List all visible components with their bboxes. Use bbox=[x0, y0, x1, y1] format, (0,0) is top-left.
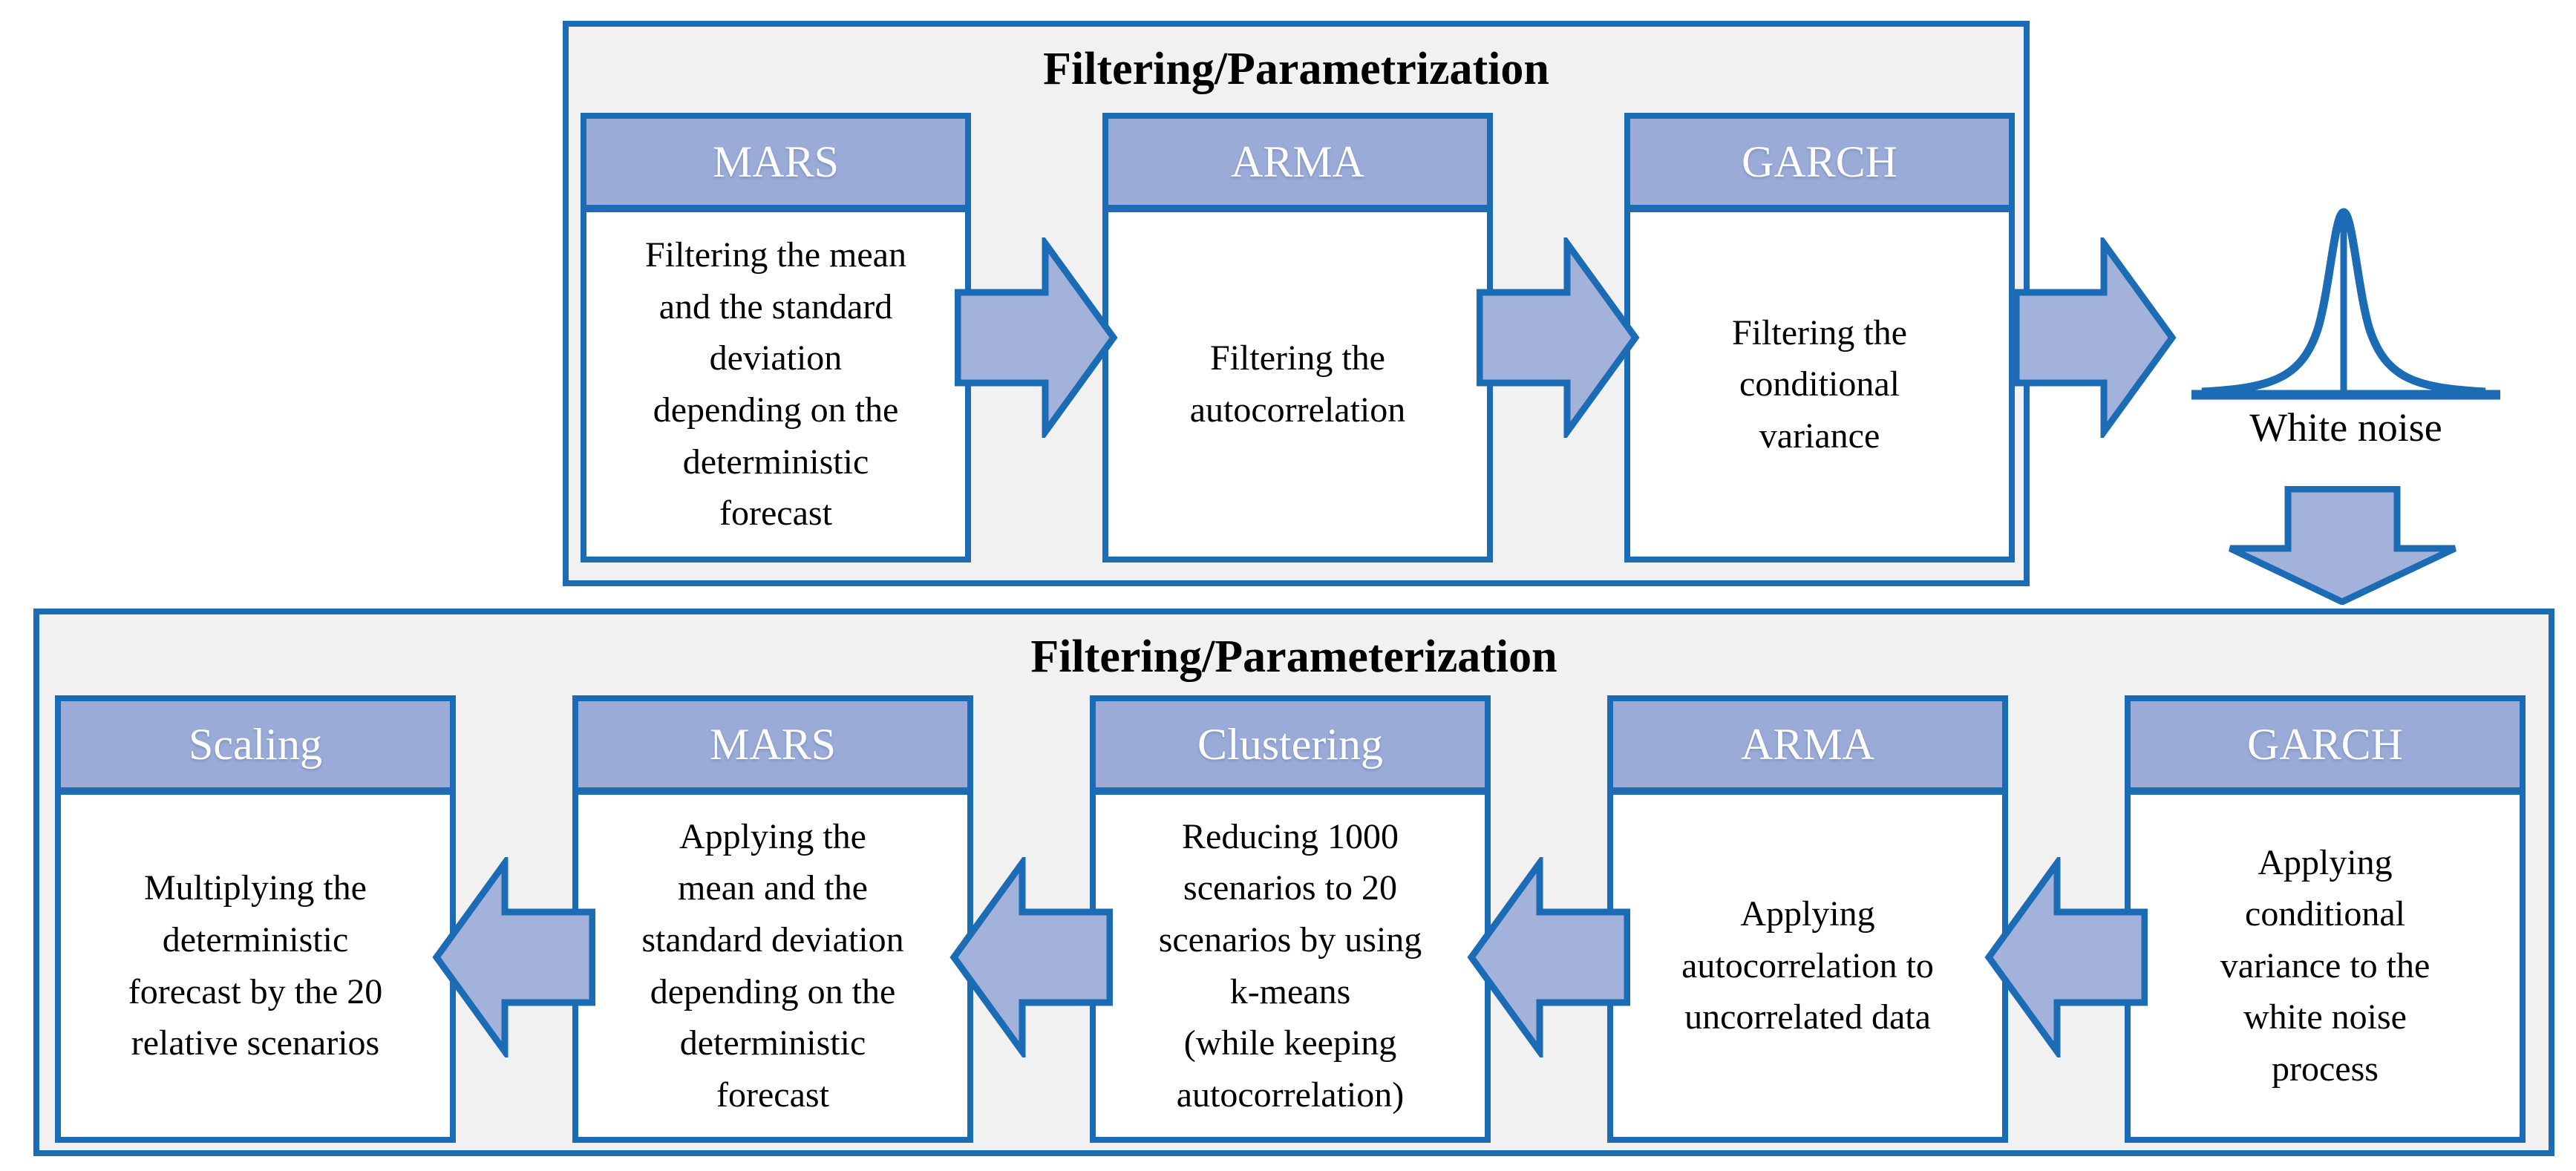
top-box-mars: MARS Filtering the mean and the standard… bbox=[581, 113, 971, 562]
box-header: GARCH bbox=[2131, 701, 2520, 795]
box-body: Applying conditional variance to the whi… bbox=[2220, 842, 2430, 1089]
box-header: MARS bbox=[586, 119, 965, 212]
box-body: Applying autocorrelation to uncorrelated… bbox=[1681, 894, 1934, 1037]
top-box-arma: ARMA Filtering the autocorrelation bbox=[1102, 113, 1493, 562]
arrow-right-icon bbox=[955, 237, 1118, 438]
box-body: Reducing 1000 scenarios to 20 scenarios … bbox=[1158, 816, 1422, 1115]
bottom-box-scaling: Scaling Multiplying the deterministic fo… bbox=[55, 695, 456, 1143]
bottom-panel-title: Filtering/Parameterization bbox=[1030, 632, 1557, 682]
box-body: Filtering the conditional variance bbox=[1732, 312, 1907, 456]
box-header: ARMA bbox=[1108, 119, 1487, 212]
box-header: ARMA bbox=[1613, 701, 2002, 795]
arrow-left-icon bbox=[949, 857, 1113, 1057]
box-header: MARS bbox=[578, 701, 967, 795]
arrow-right-icon bbox=[1477, 237, 1640, 438]
white-noise-label: White noise bbox=[2249, 405, 2442, 450]
arrow-left-icon bbox=[432, 857, 595, 1057]
bottom-box-garch: GARCH Applying conditional variance to t… bbox=[2125, 695, 2526, 1143]
bottom-box-arma: ARMA Applying autocorrelation to uncorre… bbox=[1607, 695, 2008, 1143]
box-body: Multiplying the deterministic forecast b… bbox=[128, 868, 383, 1063]
box-body: Applying the mean and the standard devia… bbox=[641, 816, 904, 1115]
box-header: Scaling bbox=[61, 701, 450, 795]
arrow-left-icon bbox=[1984, 857, 2148, 1057]
arrow-right-icon bbox=[2013, 237, 2177, 438]
white-noise-curve-icon bbox=[2191, 208, 2500, 400]
arrow-left-icon bbox=[1467, 857, 1630, 1057]
box-body: Filtering the mean and the standard devi… bbox=[645, 235, 906, 534]
top-panel-title: Filtering/Parametrization bbox=[1043, 44, 1549, 94]
top-box-garch: GARCH Filtering the conditional variance bbox=[1624, 113, 2015, 562]
box-header: Clustering bbox=[1096, 701, 1485, 795]
box-body: Filtering the autocorrelation bbox=[1189, 338, 1406, 430]
bottom-box-mars: MARS Applying the mean and the standard … bbox=[572, 695, 973, 1143]
bottom-box-clustering: Clustering Reducing 1000 scenarios to 20… bbox=[1090, 695, 1491, 1143]
box-header: GARCH bbox=[1630, 119, 2009, 212]
arrow-down-icon bbox=[2229, 486, 2456, 605]
